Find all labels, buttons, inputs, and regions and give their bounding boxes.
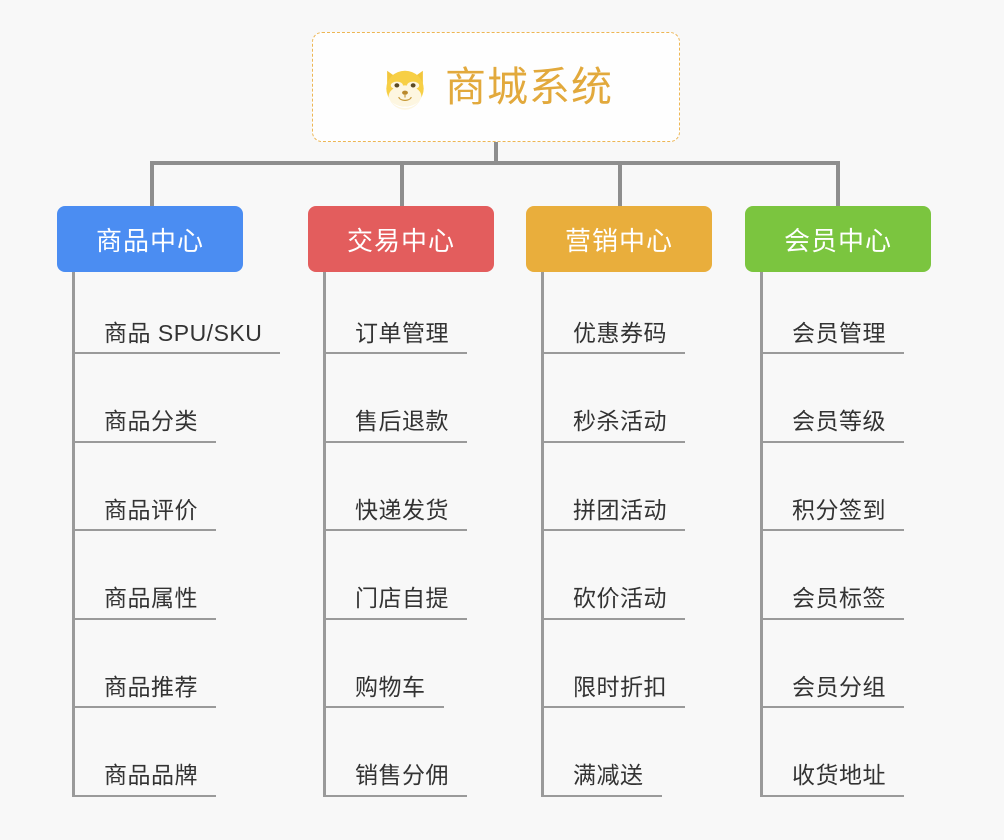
- leaf-item[interactable]: 拼团活动: [541, 449, 685, 531]
- category-label: 营销中心: [564, 225, 673, 256]
- category-label: 商品中心: [95, 225, 204, 256]
- leaf-item[interactable]: 快递发货: [323, 449, 467, 531]
- category-header-2[interactable]: 交易中心: [308, 206, 494, 272]
- leaf-label: 砍价活动: [573, 585, 667, 612]
- root-title: 商城系统: [445, 63, 613, 110]
- leaf-label: 商品品牌: [104, 762, 198, 789]
- leaf-label: 商品 SPU/SKU: [104, 319, 263, 346]
- leaf-label: 商品推荐: [104, 673, 198, 700]
- leaf-label: 会员标签: [792, 585, 886, 612]
- category-header-4[interactable]: 会员中心: [745, 206, 931, 272]
- leaf-label: 会员管理: [792, 319, 886, 346]
- leaf-item[interactable]: 砍价活动: [541, 538, 685, 620]
- leaf-item[interactable]: 满减送: [541, 715, 662, 797]
- connector-stem-category-3: [618, 161, 622, 206]
- leaf-item[interactable]: 销售分佣: [323, 715, 467, 797]
- leaf-label: 满减送: [573, 762, 644, 789]
- leaf-label: 商品分类: [104, 408, 198, 435]
- leaf-label: 拼团活动: [573, 496, 667, 523]
- leaf-item[interactable]: 商品推荐: [72, 626, 216, 708]
- leaf-label: 收货地址: [792, 762, 886, 789]
- leaf-label: 销售分佣: [355, 762, 449, 789]
- leaf-item[interactable]: 购物车: [323, 626, 444, 708]
- leaf-item[interactable]: 门店自提: [323, 538, 467, 620]
- leaf-label: 商品评价: [104, 496, 198, 523]
- leaf-item[interactable]: 优惠券码: [541, 272, 685, 354]
- leaf-label: 售后退款: [355, 408, 449, 435]
- leaf-item[interactable]: 会员分组: [760, 626, 904, 708]
- branch-trunk: [323, 272, 326, 797]
- category-label: 交易中心: [346, 225, 455, 256]
- category-label: 会员中心: [783, 225, 892, 256]
- branch-trunk: [72, 272, 75, 797]
- connector-stem-category-2: [400, 161, 404, 206]
- leaf-item[interactable]: 商品评价: [72, 449, 216, 531]
- leaf-item[interactable]: 订单管理: [323, 272, 467, 354]
- leaf-label: 快递发货: [355, 496, 449, 523]
- leaf-item[interactable]: 商品品牌: [72, 715, 216, 797]
- leaf-label: 秒杀活动: [573, 408, 667, 435]
- leaf-label: 门店自提: [355, 585, 449, 612]
- connector-horizontal-bus: [150, 161, 840, 165]
- leaf-item[interactable]: 积分签到: [760, 449, 904, 531]
- leaf-item[interactable]: 商品分类: [72, 361, 216, 443]
- leaf-item[interactable]: 商品 SPU/SKU: [72, 272, 281, 354]
- leaf-label: 限时折扣: [573, 673, 667, 700]
- leaf-item[interactable]: 秒杀活动: [541, 361, 685, 443]
- branch-trunk: [760, 272, 763, 797]
- leaf-label: 会员分组: [792, 673, 886, 700]
- connector-stem-category-4: [836, 161, 840, 206]
- branch-trunk: [541, 272, 544, 797]
- connector-root-stem: [494, 142, 498, 164]
- leaf-item[interactable]: 收货地址: [760, 715, 904, 797]
- leaf-item[interactable]: 售后退款: [323, 361, 467, 443]
- shiba-inu-dog-emoji: [379, 61, 431, 113]
- leaf-label: 商品属性: [104, 585, 198, 612]
- connector-stem-category-1: [150, 161, 154, 206]
- leaf-label: 积分签到: [792, 496, 886, 523]
- leaf-label: 购物车: [355, 673, 426, 700]
- category-header-3[interactable]: 营销中心: [526, 206, 712, 272]
- category-header-1[interactable]: 商品中心: [57, 206, 243, 272]
- leaf-item[interactable]: 商品属性: [72, 538, 216, 620]
- root-node[interactable]: 商城系统: [312, 32, 680, 142]
- leaf-item[interactable]: 会员等级: [760, 361, 904, 443]
- leaf-item[interactable]: 限时折扣: [541, 626, 685, 708]
- leaf-item[interactable]: 会员管理: [760, 272, 904, 354]
- leaf-label: 订单管理: [355, 319, 449, 346]
- leaf-label: 优惠券码: [573, 319, 667, 346]
- leaf-label: 会员等级: [792, 408, 886, 435]
- leaf-item[interactable]: 会员标签: [760, 538, 904, 620]
